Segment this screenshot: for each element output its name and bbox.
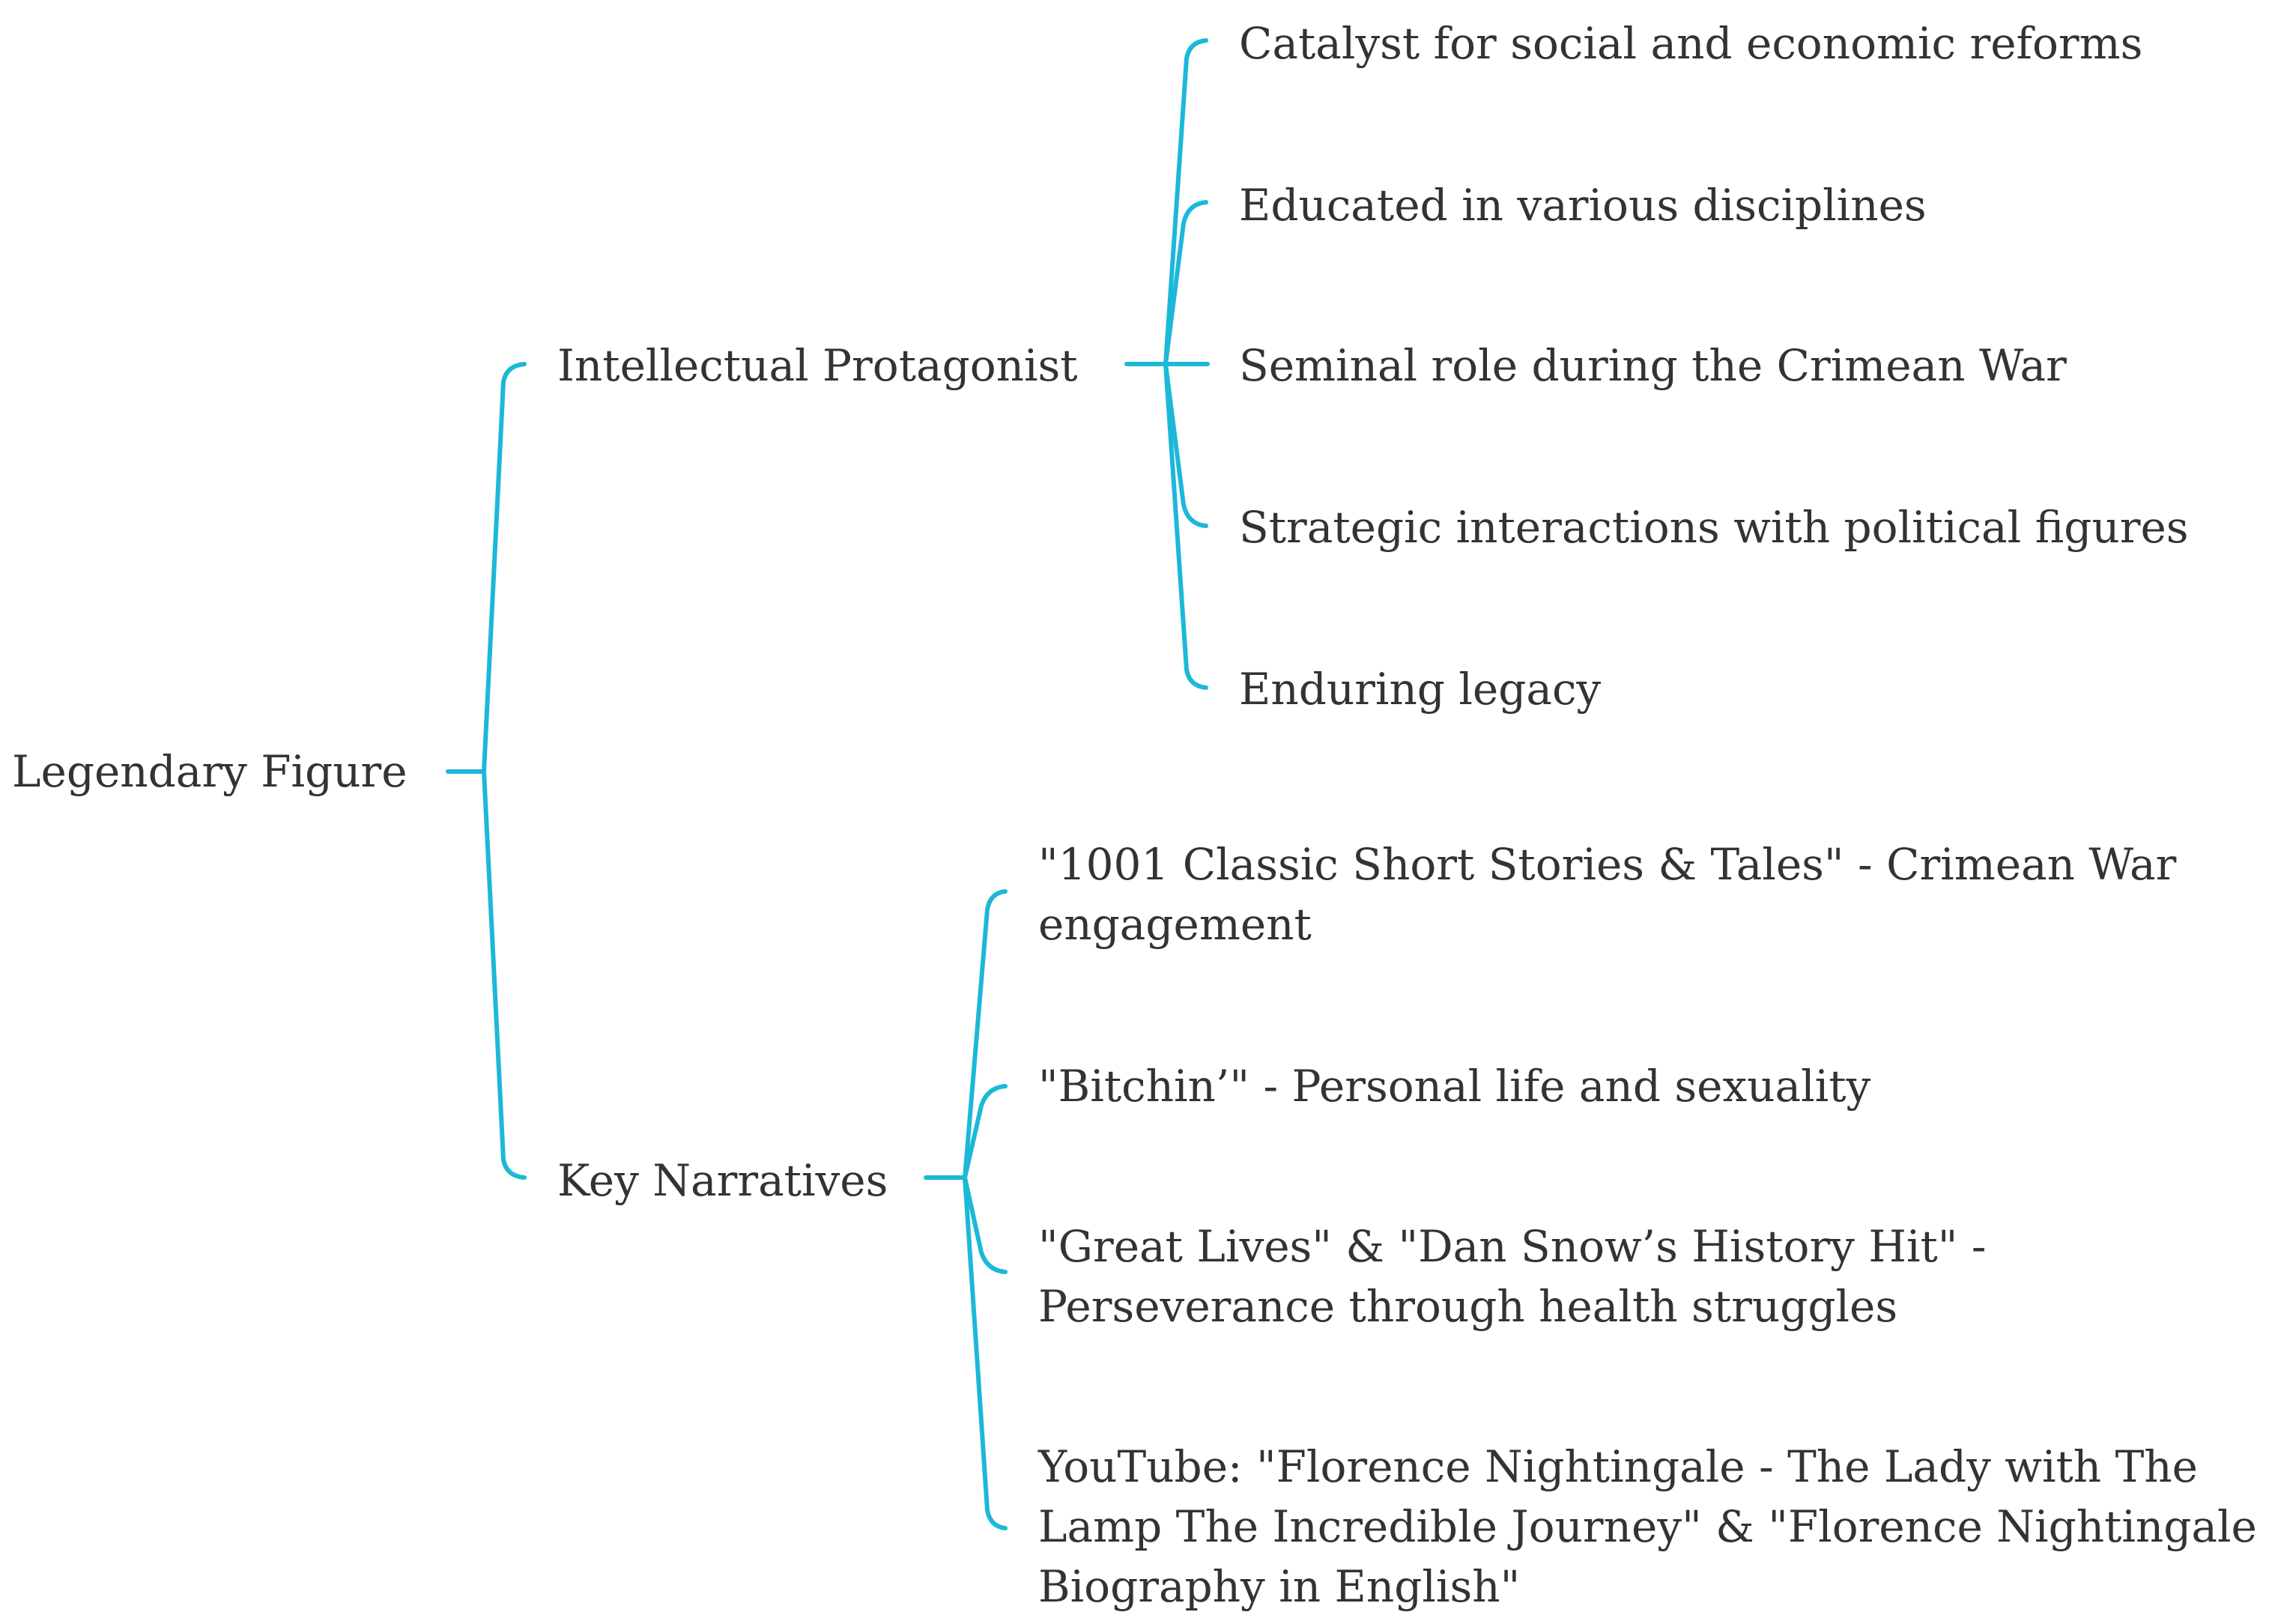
connector-root-to-key-narratives: [482, 769, 527, 1180]
leaf-node-youtube-florence-nightingale: YouTube: "Florence Nightingale - The Lad…: [1038, 1441, 2257, 1612]
connector-b2-to-1001-classic: [963, 889, 1008, 1180]
connector-b1-to-strategic: [1163, 362, 1208, 528]
leaf-node-educated-disciplines: Educated in various disciplines: [1239, 180, 1927, 231]
leaf-node-1001-classic-short-stories: "1001 Classic Short Stories & Tales" - C…: [1038, 839, 2177, 950]
leaf-node-seminal-role-crimean-war: Seminal role during the Crimean War: [1239, 340, 2067, 391]
connector-b2-to-bitchin: [963, 1084, 1008, 1180]
connector-b2-to-youtube: [963, 1175, 1008, 1530]
leaf-node-catalyst-reforms: Catalyst for social and economic reforms: [1239, 18, 2143, 69]
connector-root-to-intellectual-protagonist: [482, 362, 527, 774]
connector-b2-to-great-lives: [963, 1175, 1008, 1274]
connector-b1-to-enduring: [1163, 362, 1208, 690]
connector-b1-to-catalyst: [1163, 38, 1208, 366]
leaf-node-great-lives-history-hit: "Great Lives" & "Dan Snow’s History Hit"…: [1038, 1221, 1987, 1332]
leaf-node-strategic-interactions: Strategic interactions with political fi…: [1239, 502, 2189, 553]
leaf-node-enduring-legacy: Enduring legacy: [1239, 664, 1602, 715]
branch-node-intellectual-protagonist: Intellectual Protagonist: [557, 340, 1078, 391]
leaf-node-bitchin: "Bitchin’" - Personal life and sexuality: [1038, 1061, 1871, 1112]
root-node-legendary-figure: Legendary Figure: [12, 746, 408, 797]
connector-b1-to-educated: [1163, 200, 1208, 366]
branch-node-key-narratives: Key Narratives: [557, 1155, 888, 1206]
